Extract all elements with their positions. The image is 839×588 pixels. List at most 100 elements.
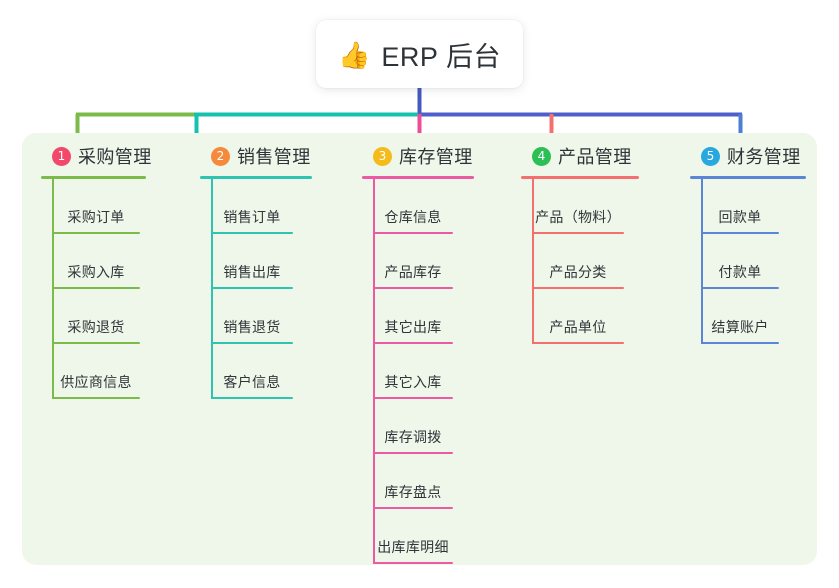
leaf-item[interactable]: 仓库信息 (373, 179, 453, 234)
leaf-item[interactable]: 结算账户 (701, 289, 779, 344)
column-badge-5: 5 (701, 146, 720, 166)
leaf-item-label: 销售出库 (223, 264, 281, 280)
column-5: 5 财务管理回款单付款单结算账户 (690, 143, 806, 344)
leaf-item-label: 产品单位 (549, 319, 607, 335)
leaf-item-label: 采购订单 (67, 209, 125, 225)
column-header-3[interactable]: 3 库存管理 (362, 143, 474, 169)
leaf-item[interactable]: 库存盘点 (373, 454, 453, 509)
leaf-item-label: 产品（物料） (535, 209, 621, 225)
column-rail-4 (532, 179, 534, 344)
leaf-item-label: 回款单 (718, 209, 762, 225)
leaf-item-underline (211, 397, 293, 399)
leaf-item-label: 其它入库 (384, 374, 442, 390)
column-items-4: 产品（物料） 产品分类产品单位 (521, 179, 639, 344)
column-items-2: 销售订单销售出库销售退货客户信息 (200, 179, 312, 399)
leaf-item-underline (52, 397, 140, 399)
leaf-item-label: 其它出库 (384, 319, 442, 335)
column-badge-3: 3 (373, 146, 392, 166)
column-items-3: 仓库信息产品库存其它出库其它入库库存调拨库存盘点出库库明细 (362, 179, 474, 564)
leaf-item-underline (52, 287, 140, 289)
column-4: 4 产品管理产品（物料） 产品分类产品单位 (521, 143, 639, 344)
leaf-item-underline (532, 232, 624, 234)
leaf-item[interactable]: 回款单 (701, 179, 779, 234)
diagram-panel (22, 133, 817, 565)
leaf-item-underline (701, 232, 779, 234)
column-title-1: 采购管理 (78, 147, 152, 167)
column-header-4[interactable]: 4 产品管理 (521, 143, 639, 169)
leaf-item-label: 客户信息 (223, 374, 281, 390)
leaf-item-underline (373, 287, 453, 289)
column-header-2[interactable]: 2 销售管理 (200, 143, 312, 169)
leaf-item-underline (701, 342, 779, 344)
leaf-item-label: 仓库信息 (384, 209, 442, 225)
leaf-item-underline (52, 232, 140, 234)
leaf-item[interactable]: 采购退货 (52, 289, 140, 344)
column-items-1: 采购订单采购入库采购退货供应商信息 (41, 179, 152, 399)
leaf-item-underline (211, 287, 293, 289)
leaf-item-underline (373, 397, 453, 399)
leaf-item[interactable]: 产品（物料） (532, 179, 624, 234)
column-items-5: 回款单付款单结算账户 (690, 179, 806, 344)
column-underline-1 (41, 176, 146, 179)
leaf-item-underline (373, 232, 453, 234)
leaf-item-label: 产品库存 (384, 264, 442, 280)
column-underline-3 (362, 176, 474, 179)
leaf-item[interactable]: 库存调拨 (373, 399, 453, 454)
leaf-item-label: 结算账户 (711, 319, 769, 335)
leaf-item-label: 采购入库 (67, 264, 125, 280)
column-rail-1 (52, 179, 54, 399)
leaf-item[interactable]: 其它出库 (373, 289, 453, 344)
column-title-2: 销售管理 (237, 147, 311, 167)
leaf-item[interactable]: 其它入库 (373, 344, 453, 399)
leaf-item-underline (532, 287, 624, 289)
leaf-item-label: 销售退货 (223, 319, 281, 335)
column-header-5[interactable]: 5 财务管理 (690, 143, 806, 169)
column-rail-5 (701, 179, 703, 344)
leaf-item-underline (373, 507, 453, 509)
leaf-item-underline (373, 562, 453, 564)
column-2: 2 销售管理销售订单销售出库销售退货客户信息 (200, 143, 312, 399)
leaf-item[interactable]: 产品单位 (532, 289, 624, 344)
column-title-3: 库存管理 (399, 147, 473, 167)
leaf-item[interactable]: 产品库存 (373, 234, 453, 289)
column-3: 3 库存管理仓库信息产品库存其它出库其它入库库存调拨库存盘点出库库明细 (362, 143, 474, 564)
leaf-item-underline (211, 232, 293, 234)
column-rail-3 (373, 179, 375, 564)
leaf-item-underline (52, 342, 140, 344)
column-badge-2: 2 (211, 146, 230, 166)
leaf-item[interactable]: 销售退货 (211, 289, 293, 344)
leaf-item[interactable]: 采购订单 (52, 179, 140, 234)
column-badge-1: 1 (52, 146, 71, 166)
leaf-item-underline (373, 452, 453, 454)
leaf-item-label: 采购退货 (67, 319, 125, 335)
leaf-item[interactable]: 出库库明细 (373, 509, 453, 564)
root-node[interactable]: 👍 ERP 后台 (316, 20, 523, 88)
leaf-item[interactable]: 产品分类 (532, 234, 624, 289)
leaf-item[interactable]: 采购入库 (52, 234, 140, 289)
column-rail-2 (211, 179, 213, 399)
leaf-item-underline (532, 342, 624, 344)
column-1: 1 采购管理采购订单采购入库采购退货供应商信息 (41, 143, 152, 399)
column-badge-4: 4 (532, 146, 551, 166)
leaf-item-label: 付款单 (718, 264, 762, 280)
column-title-5: 财务管理 (727, 147, 801, 167)
leaf-item[interactable]: 客户信息 (211, 344, 293, 399)
leaf-item-label: 库存盘点 (384, 484, 442, 500)
column-title-4: 产品管理 (558, 147, 632, 167)
leaf-item-label: 出库库明细 (377, 539, 449, 555)
leaf-item[interactable]: 供应商信息 (52, 344, 140, 399)
leaf-item-underline (211, 342, 293, 344)
leaf-item-label: 库存调拨 (384, 429, 442, 445)
leaf-item[interactable]: 销售订单 (211, 179, 293, 234)
column-underline-2 (200, 176, 312, 179)
thumbs-up-icon: 👍 (338, 40, 371, 70)
leaf-item-underline (373, 342, 453, 344)
column-header-1[interactable]: 1 采购管理 (41, 143, 152, 169)
column-underline-5 (690, 176, 806, 179)
column-underline-4 (521, 176, 639, 179)
leaf-item-label: 供应商信息 (60, 374, 132, 390)
leaf-item[interactable]: 销售出库 (211, 234, 293, 289)
leaf-item[interactable]: 付款单 (701, 234, 779, 289)
leaf-item-underline (701, 287, 779, 289)
